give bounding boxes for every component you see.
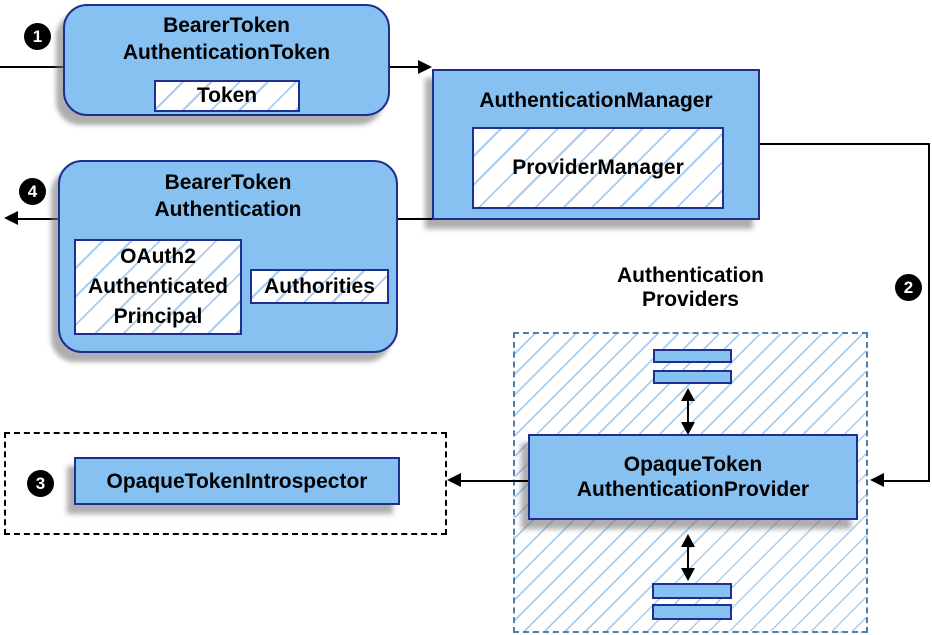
provider-manager-label: ProviderManager [512, 156, 684, 179]
step-2-badge: 2 [895, 274, 922, 301]
provider-title: OpaqueToken AuthenticationProvider [577, 452, 809, 502]
double-arrow-bottom-down-head [681, 568, 695, 581]
token-inner-box: Token [154, 80, 300, 112]
provider-line-2: AuthenticationProvider [576, 478, 810, 501]
provider-manager-inner-box: ProviderManager [472, 127, 724, 209]
node-bearer-token-authentication-token: BearerToken AuthenticationToken Token [63, 4, 390, 116]
flow-line-step4-out [18, 218, 58, 220]
flow-line-step1-in [0, 66, 64, 68]
title-line-1: BearerToken [163, 14, 290, 37]
introspector-title: OpaqueTokenIntrospector [106, 469, 368, 493]
title-line-2: Authentication [154, 198, 302, 221]
arrowhead-into-introspector [447, 473, 461, 487]
arrowhead-into-provider [870, 473, 884, 487]
double-arrow-top-up-head [681, 388, 695, 401]
step-2-number: 2 [903, 277, 914, 297]
flow-line-step2-horizontal-bottom [884, 480, 930, 482]
heading-line-2: Providers [642, 288, 739, 311]
double-arrow-bottom-shaft [687, 544, 689, 570]
principal-line-3: Principal [113, 305, 203, 328]
node-bearer-token-authentication: BearerToken Authentication OAuth2 Authen… [58, 160, 398, 353]
principal-label: OAuth2 Authenticated Principal [88, 242, 228, 332]
provider-line-1: OpaqueToken [623, 453, 763, 476]
oauth2-authenticated-principal-box: OAuth2 Authenticated Principal [74, 239, 242, 335]
flow-line-step2-vertical [928, 143, 930, 482]
title-line-2: AuthenticationToken [122, 41, 331, 64]
title-line-1: BearerToken [164, 171, 292, 194]
authorities-label: Authorities [264, 274, 375, 298]
node-bearer-token-authentication-title: BearerToken Authentication [60, 162, 396, 223]
double-arrow-top-down-head [681, 422, 695, 435]
authentication-providers-heading: Authentication Providers [513, 264, 868, 312]
double-arrow-bottom-up-head [681, 534, 695, 547]
provider-placeholder-bar-top-2 [653, 370, 732, 384]
step-4-badge: 4 [19, 178, 46, 205]
arrowhead-step4-out [4, 211, 18, 225]
provider-placeholder-bar-bottom-1 [652, 583, 732, 599]
authentication-manager-title: AuthenticationManager [479, 89, 713, 112]
arrowhead-into-authentication-manager [418, 60, 432, 74]
step-1-number: 1 [32, 26, 43, 46]
step-3-badge: 3 [27, 470, 54, 497]
provider-placeholder-bar-bottom-2 [652, 604, 732, 620]
node-opaque-token-authentication-provider: OpaqueToken AuthenticationProvider [528, 434, 858, 520]
flow-line-manager-to-authentication [398, 218, 432, 220]
provider-placeholder-bar-top-1 [653, 349, 732, 363]
flow-line-step1-to-manager [390, 66, 418, 68]
principal-line-1: OAuth2 [120, 245, 196, 268]
authorities-box: Authorities [250, 269, 389, 304]
principal-line-2: Authenticated [87, 275, 228, 298]
node-bearer-token-authentication-token-title: BearerToken AuthenticationToken [65, 6, 388, 66]
step-4-number: 4 [27, 181, 38, 201]
step-3-number: 3 [35, 473, 46, 493]
opaque-token-introspector-container: 3 OpaqueTokenIntrospector [4, 432, 447, 535]
step-1-badge: 1 [24, 23, 51, 50]
node-opaque-token-introspector: OpaqueTokenIntrospector [74, 457, 400, 505]
node-authentication-manager: AuthenticationManager ProviderManager [432, 69, 760, 220]
double-arrow-top-shaft [687, 398, 689, 424]
flow-line-step3 [461, 480, 528, 482]
token-label: Token [196, 84, 258, 107]
heading-line-1: Authentication [617, 264, 764, 287]
flow-line-step2-horizontal-top [760, 143, 930, 145]
